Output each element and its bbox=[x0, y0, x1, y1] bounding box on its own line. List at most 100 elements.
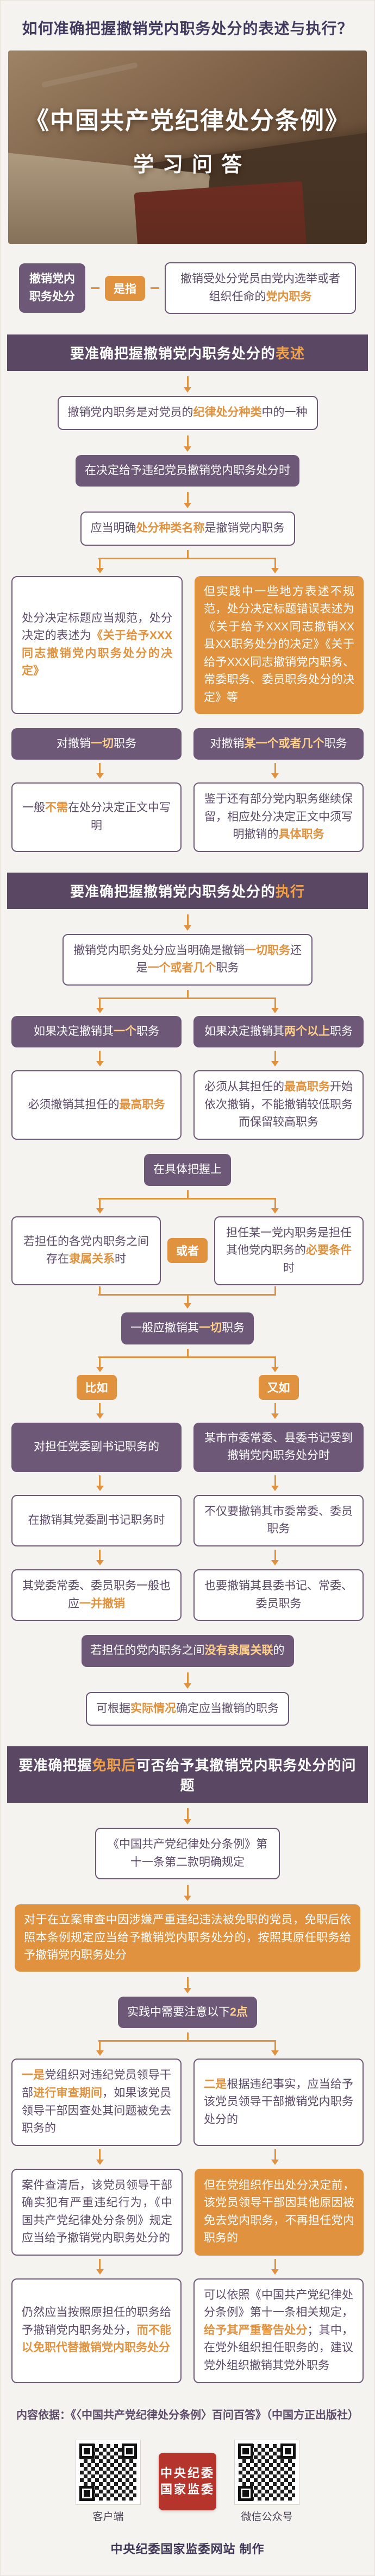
example2-label-pill: 又如 bbox=[258, 1374, 299, 1400]
double-down-arrow bbox=[11, 1051, 364, 1070]
box-text: 鉴于还有部分党内职务继续保留，相应处分决定正文中须写明撤销的具体职务 bbox=[204, 793, 353, 841]
sec2-example-label-row: 比如 又如 bbox=[11, 1374, 364, 1400]
box-text: 可根据实际情况确定应当撤销的职务 bbox=[96, 1702, 279, 1715]
example2-step1-box: 不仅要撤销其市委常委、委员职务 bbox=[193, 1494, 364, 1546]
box-text: 对担任党委副书记职务的 bbox=[34, 1441, 159, 1454]
box-text: 二是根据违纪事实，应当给予该党员领导干部撤销党内职务处分的 bbox=[204, 2078, 354, 2126]
qr-finder-icon bbox=[238, 2485, 253, 2501]
sec2-step1-box: 撤销党内职务处分应当明确是撤销一切职务还是一个或者几个职务 bbox=[62, 933, 312, 986]
sec1-case-some-box: 对撤销某一个或者几个职务 bbox=[193, 728, 364, 760]
box-text: 是指 bbox=[114, 282, 136, 295]
double-down-arrow bbox=[11, 2149, 364, 2168]
definition-meaning-box: 撤销受处分党员由党内选举或者组织任命的党内职务 bbox=[165, 262, 356, 314]
sec1-step3-box: 应当明确处分种类名称是撤销党内职务 bbox=[80, 512, 295, 546]
box-text: 如果决定撤销其两个以上职务 bbox=[204, 1025, 353, 1038]
sec2-example-case-row: 对担任党委副书记职务的 某市市委常委、县委书记受到撤销党内职务处分时 bbox=[11, 1422, 364, 1472]
qr-finder-icon bbox=[122, 2443, 137, 2459]
down-arrow bbox=[186, 1885, 189, 1896]
example1-label-wrap: 比如 bbox=[11, 1374, 182, 1400]
down-arrow bbox=[186, 435, 189, 446]
box-text: 如果决定撤销其一个职务 bbox=[34, 1025, 159, 1038]
section3-header: 要准确把握免职后可否给予其撤销党内职务处分的问题 bbox=[7, 1746, 368, 1803]
sec1-title-examples-row: 处分决定标题应当规范，处分决定的表述为《关于给予XXX同志撤销党内职务处分的决定… bbox=[11, 576, 364, 714]
box-text: 又如 bbox=[267, 1381, 290, 1394]
box-text: 应当明确处分种类名称是撤销党内职务 bbox=[90, 522, 285, 535]
box-text: 实践中需要注意以下2点 bbox=[127, 2005, 248, 2018]
definition-term-box: 撤销党内职务处分 bbox=[19, 263, 85, 313]
box-text: 对撤销某一个或者几个职务 bbox=[210, 737, 347, 750]
qr-code-client bbox=[76, 2439, 141, 2505]
split-connector bbox=[11, 2032, 364, 2058]
box-text: 担任某一党内职务是担任其他党内职务的必要条件时 bbox=[226, 1226, 352, 1274]
sec3-note-box: 实践中需要注意以下2点 bbox=[118, 1996, 257, 2029]
box-text: 一般应撤销其一切职务 bbox=[130, 1322, 245, 1335]
credit-line: 中央纪委国家监委网站 制作 bbox=[110, 2542, 265, 2556]
box-text: 其党委常委、委员职务一般也应一并撤销 bbox=[22, 1579, 171, 1610]
sec2-one-rule-box: 必须撤销其担任的最高职务 bbox=[11, 1070, 182, 1140]
sec3-rule-intro-box: 《中国共产党纪律处分条例》第十一条第二款明确规定 bbox=[95, 1828, 280, 1880]
box-text: 在决定给予违纪党员撤销党内职务处分时 bbox=[85, 464, 290, 477]
box-text: 案件查清后，该党员领导干部确实犯有严重违纪行为，《中国共产党纪律处分条例》规定应… bbox=[22, 2179, 172, 2245]
ccdi-logo: 中央纪委 国家监委 bbox=[159, 2453, 216, 2511]
sec3-point2-result-box: 可以依照《中国共产党纪律处分条例》第十一条相关规定，给予其严重警告处分；其中，在… bbox=[193, 2278, 364, 2383]
definition-connector-pill: 是指 bbox=[105, 275, 145, 301]
hero-book-title: 《中国共产党纪律处分条例》 bbox=[25, 107, 350, 134]
merge-connector bbox=[11, 1286, 364, 1312]
double-down-arrow bbox=[11, 1403, 364, 1422]
box-text: 可以依照《中国共产党纪律处分条例》第十一条相关规定，给予其严重警告处分；其中，在… bbox=[204, 2288, 353, 2372]
example1-step1-box: 在撤销其党委副书记职务时 bbox=[11, 1494, 182, 1546]
box-text: 撤销党内职务处分应当明确是撤销一切职务还是一个或者几个职务 bbox=[73, 944, 302, 975]
sec2-condition-row: 若担任的各党内职务之间存在隶属关系时 或者 担任某一党内职务是担任其他党内职务的… bbox=[11, 1216, 364, 1286]
box-text: 若担任的各党内职务之间存在隶属关系时 bbox=[23, 1235, 149, 1266]
qr-client-label: 客户端 bbox=[92, 2511, 124, 2523]
sec2-multi-title-box: 如果决定撤销其两个以上职务 bbox=[193, 1015, 364, 1048]
example2-label-wrap: 又如 bbox=[193, 1374, 364, 1400]
box-text: 必须撤销其担任的最高职务 bbox=[28, 1098, 165, 1111]
source-line: 内容依据：《〈中国共产党纪律处分条例〉百问百答》（中国方正出版社） bbox=[16, 2409, 359, 2421]
sec3-rule-quote-box: 对于在立案审查中因涉嫌严重违纪违法被免职的党员，免职后依照本条例规定应当给予撤销… bbox=[15, 1904, 360, 1972]
double-down-arrow bbox=[11, 2258, 364, 2277]
sec1-step1-box: 撤销党内职务是对党员的纪律处分种类中的一种 bbox=[57, 396, 318, 430]
qr-code-wechat bbox=[234, 2439, 299, 2505]
sec2-one-title-box: 如果决定撤销其一个职务 bbox=[11, 1015, 182, 1048]
split-connector bbox=[11, 1348, 364, 1374]
qr-finder-icon bbox=[79, 2443, 95, 2459]
down-arrow bbox=[186, 376, 189, 388]
qr-wechat-label: 微信公众号 bbox=[241, 2511, 293, 2523]
sec2-grasp-box: 在具体把握上 bbox=[144, 1154, 231, 1186]
split-connector bbox=[11, 989, 364, 1015]
box-text: 在具体把握上 bbox=[153, 1163, 222, 1176]
box-text: 也要撤销其县委书记、常委、委员职务 bbox=[204, 1579, 353, 1610]
down-arrow bbox=[186, 914, 189, 925]
double-down-arrow bbox=[11, 763, 364, 782]
box-text: 撤销受处分党员由党内选举或者组织任命的党内职务 bbox=[180, 273, 340, 303]
sec3-point1-body-box: 案件查清后，该党员领导干部确实犯有严重违纪行为，《中国共产党纪律处分条例》规定应… bbox=[11, 2168, 183, 2256]
qr-client-wrap: 客户端 bbox=[76, 2439, 141, 2523]
box-text: 必须从其担任的最高职务开始依次撤销，不能撤销较低职务而保留较高职务 bbox=[204, 1081, 353, 1129]
sec1-step2-box: 在决定给予违纪党员撤销党内职务处分时 bbox=[76, 454, 299, 487]
footer-qr-row: 客户端 中央纪委 国家监委 微信公众号 bbox=[11, 2439, 364, 2523]
box-text: 某市市委常委、县委书记受到撤销党内职务处分时 bbox=[204, 1431, 353, 1462]
ccdi-logo-text: 中央纪委 bbox=[160, 2466, 215, 2480]
sec1-case-all-result-box: 一般不需在处分决定正文中写明 bbox=[11, 782, 182, 852]
example1-step2-box: 其党委常委、委员职务一般也应一并撤销 bbox=[11, 1569, 182, 1621]
box-text: 一是党组织对违纪党员领导干部进行审查期间，如果该党员领导干部因查处其问题被免去职… bbox=[22, 2069, 172, 2135]
section1-header: 要准确把握撤销党内职务处分的表述 bbox=[7, 334, 368, 371]
split-connector bbox=[11, 1190, 364, 1215]
qr-finder-icon bbox=[280, 2443, 296, 2459]
double-down-arrow bbox=[11, 1475, 364, 1494]
sec3-point2-head-box: 二是根据违纪事实，应当给予该党员领导干部撤销党内职务处分的 bbox=[193, 2059, 364, 2146]
box-text: 对撤销一切职务 bbox=[57, 737, 136, 750]
sec1-case-some-result-box: 鉴于还有部分党内职务继续保留，相应处分决定正文中须写明撤销的具体职务 bbox=[193, 782, 364, 852]
sec1-correct-title-box: 处分决定标题应当规范，处分决定的表述为《关于给予XXX同志撤销党内职务处分的决定… bbox=[11, 576, 183, 714]
sec1-case-row: 对撤销一切职务 对撤销某一个或者几个职务 bbox=[11, 728, 364, 760]
sec2-example-step2-row: 其党委常委、委员职务一般也应一并撤销 也要撤销其县委书记、常委、委员职务 bbox=[11, 1569, 364, 1621]
hero-subtitle: 学习问答 bbox=[133, 153, 251, 176]
example1-case-box: 对担任党委副书记职务的 bbox=[11, 1422, 182, 1472]
box-text: 或者 bbox=[176, 1245, 199, 1258]
connector-line bbox=[151, 287, 159, 289]
sec2-count-rule-row: 必须撤销其担任的最高职务 必须从其担任的最高职务开始依次撤销，不能撤销较低职务而… bbox=[11, 1070, 364, 1140]
spacer bbox=[1, 2383, 374, 2392]
sec1-case-result-row: 一般不需在处分决定正文中写明 鉴于还有部分党内职务继续保留，相应处分决定正文中须… bbox=[11, 782, 364, 852]
